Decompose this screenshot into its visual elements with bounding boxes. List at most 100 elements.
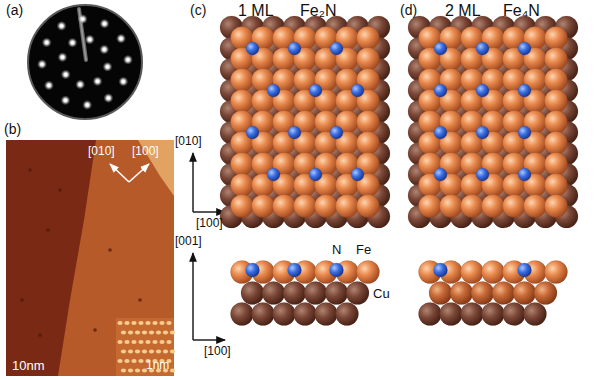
fe-atom: [482, 195, 505, 218]
spot-glow: [57, 21, 67, 31]
fe4n-top-view: [408, 16, 578, 228]
fe-atom: [357, 195, 380, 218]
n-atom: [309, 84, 322, 97]
n-atom: [476, 84, 489, 97]
atomic-corrugation: [138, 340, 143, 344]
fe-atom: [357, 48, 380, 71]
fe-atom: [357, 132, 380, 155]
spot-glow: [99, 44, 109, 54]
fe-atom: [545, 111, 568, 134]
cu-atom: [336, 303, 359, 326]
stm-defect: [108, 248, 112, 252]
spot-core: [47, 84, 50, 87]
fe-atom: [294, 195, 317, 218]
spot-core: [60, 24, 63, 27]
atomic-corrugation: [163, 350, 168, 354]
panel-label: (a): [6, 2, 23, 19]
scale-label: 1nm: [146, 358, 169, 372]
atomic-corrugation: [145, 321, 150, 325]
spot-glow: [123, 55, 133, 65]
fe-atom: [461, 195, 484, 218]
ball-models: [220, 16, 578, 326]
atomic-corrugation: [124, 340, 129, 344]
atomic-corrugation: [152, 340, 157, 344]
atomic-corrugation: [142, 331, 147, 335]
diffraction-spot: [75, 79, 85, 89]
leed-screen: [28, 5, 142, 119]
axis-label: [010]: [175, 134, 202, 148]
n-atom: [288, 263, 302, 277]
cu-atom: [231, 303, 254, 326]
fe-atom: [545, 195, 568, 218]
fe-atom: [429, 282, 452, 305]
spot-core: [122, 80, 125, 83]
diffraction-spot: [100, 19, 110, 29]
n-atom: [267, 168, 280, 181]
atomic-corrugation: [128, 369, 133, 373]
cu-atom: [461, 303, 484, 326]
coverage-label: 1 ML: [238, 1, 274, 20]
fe-atom: [545, 48, 568, 71]
n-atom: [330, 263, 344, 277]
spot-glow: [78, 14, 88, 24]
atomic-corrugation: [128, 350, 133, 354]
diffraction-spot: [85, 35, 95, 45]
fe-atom: [524, 195, 547, 218]
spot-glow: [37, 59, 47, 69]
fe-atom: [231, 195, 254, 218]
fe4n-side-view: [419, 261, 568, 326]
spot-glow: [116, 34, 126, 44]
atomic-corrugation: [131, 321, 136, 325]
n-atom: [246, 263, 260, 277]
diffraction-spot: [99, 44, 109, 54]
atomic-corrugation: [170, 369, 175, 373]
stm-defect: [28, 168, 32, 172]
fe-atom: [534, 282, 557, 305]
fe-atom: [419, 195, 442, 218]
atomic-corrugation: [159, 340, 164, 344]
direction-label: [010]: [88, 144, 115, 158]
spot-core: [71, 41, 74, 44]
diffraction-spot: [58, 52, 68, 62]
axis-label: [001]: [175, 234, 202, 248]
n-atom: [351, 168, 364, 181]
spot-core: [106, 65, 109, 68]
spot-core: [88, 38, 91, 41]
cu-atom: [346, 282, 369, 305]
fe-atom: [545, 69, 568, 92]
cu-atom: [304, 282, 327, 305]
cu-atom: [325, 282, 348, 305]
atomic-corrugation: [149, 331, 154, 335]
atomic-corrugation: [124, 321, 129, 325]
stm-defect: [58, 188, 62, 192]
n-atom: [267, 84, 280, 97]
spot-glow: [61, 70, 71, 80]
direction-arrow: [110, 164, 129, 182]
spot-glow: [93, 76, 103, 86]
n-atom: [434, 168, 447, 181]
n-atom: [351, 84, 364, 97]
diffraction-spot: [102, 62, 112, 72]
fe-atom: [545, 27, 568, 50]
cu-atom: [283, 282, 306, 305]
diffraction-spot: [57, 21, 67, 31]
fe-atom: [513, 282, 536, 305]
scale-label: 10nm: [12, 358, 45, 374]
atomic-corrugation: [128, 331, 133, 335]
fe-atom: [231, 174, 254, 197]
fe2n-top-view: [220, 16, 390, 228]
coverage-label: 2 ML: [445, 1, 481, 20]
n-atom: [309, 168, 322, 181]
n-atom: [246, 42, 259, 55]
atomic-corrugation: [117, 340, 122, 344]
formula-label: Fe₂N: [300, 1, 336, 20]
atomic-corrugation: [156, 331, 161, 335]
spot-core: [107, 96, 110, 99]
fe-atom: [482, 261, 505, 284]
atomic-corrugation: [142, 350, 147, 354]
stm-terrace: [58, 140, 174, 376]
panel-label: (c): [190, 2, 206, 19]
cu-atom: [273, 303, 296, 326]
fe-atom: [273, 195, 296, 218]
atomic-corrugation: [135, 350, 140, 354]
